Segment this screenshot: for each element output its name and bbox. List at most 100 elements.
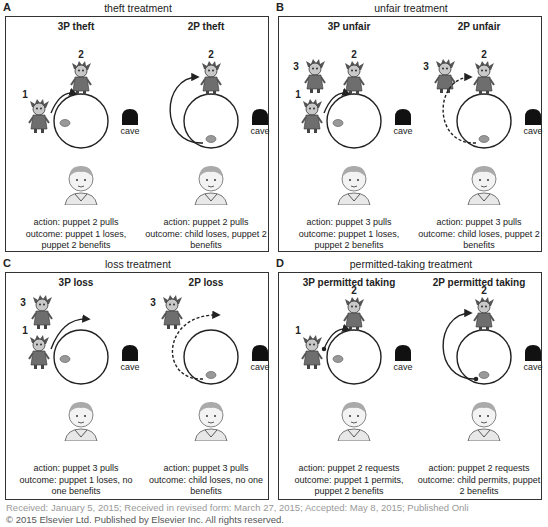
action-text: action: puppet 2 requests [287,463,411,474]
panel-letter: A [3,1,11,14]
child-figure [195,166,227,205]
puppet-figure [162,295,182,329]
cave-label: cave [120,363,139,373]
puppet-number: 3 [293,61,299,72]
puppet-figure [302,335,322,369]
condition-heading: 3P permitted taking [289,277,409,289]
condition-heading: 2P loss [146,277,266,289]
action-arrow [324,93,349,113]
resource-item [206,136,216,143]
child-figure [468,166,500,205]
table-circle [327,330,381,384]
panel-letter: C [3,257,11,270]
footer-note: Received: January 5, 2015; Received in r… [6,503,469,513]
condition-heading: 2P unfair [419,21,539,33]
action-arrow [51,319,89,349]
child-figure [468,402,500,441]
cave-label: cave [523,127,542,137]
table-circle [327,94,381,148]
resource-item [333,356,343,363]
puppet-number: 2 [481,49,487,60]
condition-heading: 2P permitted taking [419,277,539,289]
child-figure [65,166,97,205]
cave-shape [525,345,541,361]
cave-label: cave [523,363,542,373]
puppet-number: 1 [22,325,28,336]
puppet-figure [201,61,221,95]
cave-shape [252,345,268,361]
condition-heading: 3P theft [16,21,136,33]
condition-heading: 3P unfair [289,21,409,33]
panel-title: loss treatment [38,258,238,271]
cave-shape [395,345,411,361]
panel-title: permitted-taking treatment [311,258,511,271]
table-circle [457,94,511,148]
action-text: action: puppet 3 pulls [144,463,268,474]
puppet-figure [435,59,455,93]
puppet-figure [474,297,494,331]
condition-heading: 2P theft [146,21,266,33]
cave-shape [122,345,138,361]
outcome-text: outcome: child loses, no one benefits [144,475,268,497]
panel-title: unfair treatment [311,2,511,15]
scene-group [29,59,541,441]
action-arrow [170,77,203,143]
cave-shape [395,109,411,125]
action-text: action: puppet 2 requests [417,463,541,474]
resource-item [479,136,489,143]
cave-label: cave [393,363,412,373]
cave-label: cave [250,127,269,137]
resource-item [60,120,70,127]
action-arrow [324,329,349,349]
panel-letter: B [276,1,284,14]
puppet-figure [32,295,52,329]
table-circle [184,330,238,384]
cave-shape [122,109,138,125]
puppet-number: 2 [208,49,214,60]
panel-title: theft treatment [38,2,238,15]
outcome-text: outcome: puppet 1 loses, puppet 2 benefi… [14,229,138,251]
outcome-text: outcome: puppet 1 loses, puppet 2 benefi… [287,229,411,251]
puppet-figure [344,297,364,331]
puppet-figure [302,99,322,133]
puppet-number: 3 [20,297,26,308]
outcome-text: outcome: child loses, puppet 2 benefits [144,229,268,251]
table-circle [54,94,108,148]
puppet-number: 1 [295,89,301,100]
puppet-number: 3 [423,61,429,72]
panel-letter: D [276,257,284,270]
outcome-text: outcome: child permits, puppet 2 benefit… [417,475,541,497]
puppet-figure [29,99,49,133]
cave-label: cave [250,363,269,373]
child-figure [338,166,370,205]
puppet-number: 2 [78,49,84,60]
puppet-number: 1 [295,325,301,336]
child-figure [338,402,370,441]
action-arrow [172,315,219,379]
puppet-number: 3 [150,297,156,308]
puppet-figure [29,335,49,369]
action-text: action: puppet 2 pulls [144,217,268,228]
outcome-text: outcome: puppet 1 permits, puppet 2 bene… [287,475,411,497]
treatment-panel: Closs treatment3P lossaction: puppet 3 p… [5,272,269,500]
cave-shape [525,109,541,125]
footer-note: © 2015 Elsevier Ltd. Published by Elsevi… [6,515,284,525]
puppet-number: 2 [351,49,357,60]
cave-shape [252,109,268,125]
action-text: action: puppet 3 pulls [417,217,541,228]
table-circle [54,330,108,384]
child-figure [195,402,227,441]
action-arrow [443,313,476,379]
puppet-figure [344,61,364,95]
outcome-text: outcome: child loses, puppet 2 benefits [417,229,541,251]
resource-item [206,372,216,379]
resource-item [333,120,343,127]
action-text: action: puppet 2 pulls [14,217,138,228]
resource-item [60,356,70,363]
condition-heading: 3P loss [16,277,136,289]
resource-item [479,372,489,379]
table-circle [457,330,511,384]
action-text: action: puppet 3 pulls [14,463,138,474]
action-arrow [51,93,76,113]
puppet-number: 2 [351,285,357,296]
